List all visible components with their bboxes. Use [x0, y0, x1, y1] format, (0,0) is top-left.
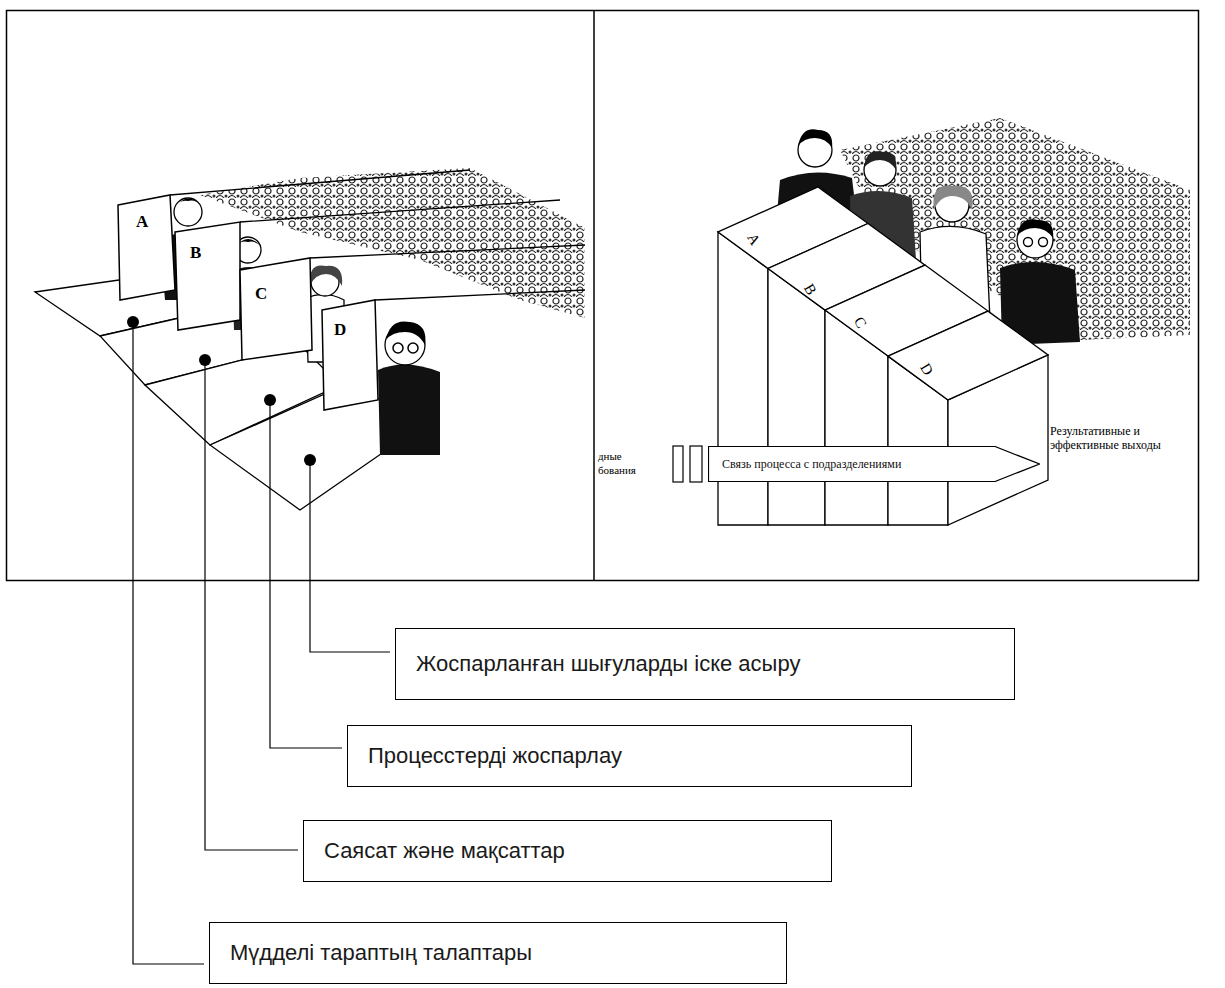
office-cubicles-part	[310, 265, 342, 286]
callout-text: Мүдделі тараптың талаптары	[230, 940, 532, 966]
input-text: дные бования	[598, 449, 648, 477]
callout-text: Саясат және мақсаттар	[324, 838, 565, 864]
department-columns-part	[864, 151, 896, 170]
column-letter: A	[744, 231, 762, 248]
leader-lines-part	[310, 460, 390, 652]
callout-box: Процесстерді жоспарлау	[347, 725, 912, 787]
department-columns-part	[768, 269, 825, 526]
leader-lines-part	[270, 400, 342, 748]
output-text: Результативные и эффективные выходы	[1050, 424, 1182, 452]
office-cubicles-part	[118, 195, 175, 300]
cubicle-letter: B	[190, 244, 201, 261]
department-columns-part	[888, 311, 1048, 400]
department-columns-part	[690, 446, 702, 482]
office-cubicles-part	[393, 343, 403, 353]
panel-frame-part	[593, 10, 595, 580]
office-cubicles-part	[386, 321, 425, 345]
office-cubicles-part	[408, 343, 418, 353]
panel-frame-part	[7, 11, 1199, 581]
column-letter: D	[917, 361, 935, 378]
panel-frame	[7, 10, 1199, 581]
department-columns-part	[798, 129, 832, 148]
department-columns-part	[673, 446, 683, 482]
department-columns-part	[933, 186, 972, 211]
office-cubicles-part	[174, 198, 202, 208]
callout-box: Саясат және мақсаттар	[303, 820, 832, 882]
callout-box: Мүдделі тараптың талаптары	[209, 922, 787, 984]
column-letter: B	[801, 281, 819, 297]
cubicle-letter: A	[136, 213, 148, 230]
callout-text: Процесстерді жоспарлау	[368, 743, 622, 769]
office-cubicles-part	[174, 198, 202, 226]
office-cubicles-part	[240, 258, 312, 360]
callout-box: Жоспарланған шығуларды іске асыру	[395, 628, 1015, 700]
office-cubicles	[35, 168, 585, 510]
leader-lines-part	[205, 360, 298, 850]
office-cubicles-part	[322, 300, 378, 410]
callout-dots	[127, 316, 316, 466]
office-cubicles-part	[175, 222, 240, 330]
office-cubicles-part	[200, 168, 585, 318]
arrow-outline	[709, 447, 1040, 482]
department-columns-part	[1039, 238, 1048, 247]
cubicle-letter: D	[334, 321, 346, 338]
department-columns	[673, 118, 1190, 525]
department-columns-part	[1024, 238, 1033, 247]
leader-lines-part	[133, 322, 204, 964]
callout-text: Жоспарланған шығуларды іске асыру	[416, 651, 800, 677]
process-arrow-band: Связь процесса с подразделениями	[708, 446, 1040, 482]
office-cubicles-part	[378, 364, 440, 455]
band-text: Связь процесса с подразделениями	[722, 446, 901, 482]
cubicle-letter: C	[255, 285, 267, 302]
column-letter: C	[851, 314, 869, 330]
department-columns-part	[1017, 219, 1053, 238]
